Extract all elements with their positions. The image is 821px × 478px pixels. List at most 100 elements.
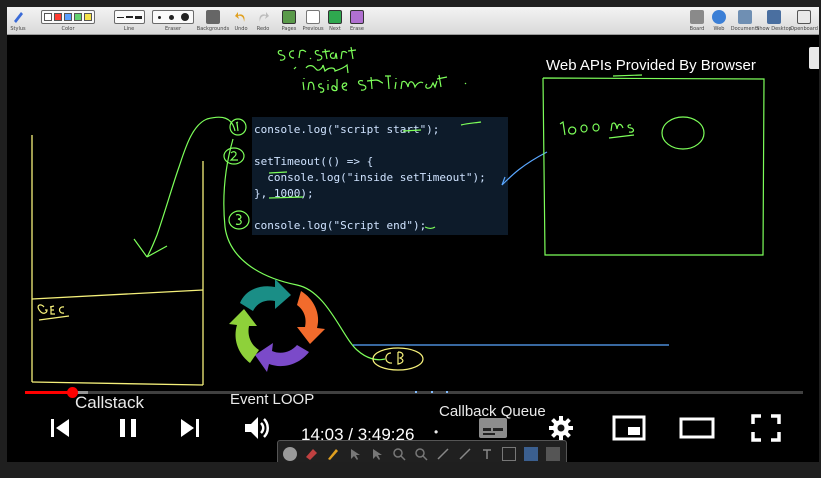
next-label: Next bbox=[329, 26, 341, 32]
miniplayer-button[interactable] bbox=[611, 413, 647, 443]
color-tool[interactable]: Color bbox=[33, 7, 103, 35]
pause-icon bbox=[120, 419, 136, 437]
eraser-label: Eraser bbox=[164, 26, 181, 32]
time-display: 14:03 / 3:49:26 bbox=[301, 425, 415, 444]
fullscreen-icon bbox=[751, 414, 781, 442]
line-width-icon bbox=[113, 10, 145, 24]
capture-tool-icon[interactable] bbox=[502, 447, 516, 461]
previous-button[interactable] bbox=[45, 413, 75, 443]
web-apis-box bbox=[542, 74, 765, 256]
callstack-label: Callstack bbox=[75, 393, 144, 412]
zoom-out-tool-icon[interactable] bbox=[414, 447, 428, 461]
gec-handwriting bbox=[37, 304, 70, 321]
fullscreen-button[interactable] bbox=[749, 413, 783, 443]
video-screen[interactable]: Stylus Color Line bbox=[7, 7, 819, 462]
board-tool[interactable]: Board bbox=[689, 7, 705, 35]
web-icon bbox=[712, 10, 726, 24]
code-line-5: console.log("Script end"); bbox=[254, 219, 427, 232]
event-loop-icon bbox=[229, 279, 325, 372]
theater-mode-button[interactable] bbox=[679, 413, 715, 443]
stylus-label: Stylus bbox=[10, 26, 26, 32]
code-underlines bbox=[268, 121, 482, 230]
pages-icon bbox=[282, 10, 296, 24]
annotation-layer bbox=[31, 46, 765, 393]
previous-label: Previous bbox=[302, 26, 324, 32]
redo-label: Redo bbox=[256, 26, 270, 32]
eraser-tool[interactable]: Eraser bbox=[152, 7, 194, 35]
side-panel-handle[interactable] bbox=[809, 47, 819, 69]
next-icon bbox=[181, 419, 199, 437]
eraser-size-icon bbox=[152, 10, 194, 24]
web-label: Web bbox=[713, 26, 725, 32]
openboard-tool[interactable]: Openboard bbox=[790, 7, 818, 35]
pages-label: Pages bbox=[281, 26, 297, 32]
color-swatch-blue[interactable] bbox=[64, 13, 72, 21]
openboard-label: Openboard bbox=[790, 26, 818, 32]
volume-button[interactable] bbox=[241, 413, 273, 443]
progress-bar[interactable] bbox=[25, 387, 803, 398]
volume-icon bbox=[245, 417, 269, 439]
keyboard-tool-icon[interactable] bbox=[546, 447, 560, 461]
erase-icon bbox=[350, 10, 364, 24]
previous-page-icon bbox=[306, 10, 320, 24]
board-icon bbox=[690, 10, 704, 24]
erase-tool[interactable]: Erase bbox=[349, 7, 365, 35]
next-page-icon bbox=[328, 10, 342, 24]
backgrounds-tool[interactable]: Backgrounds bbox=[196, 7, 230, 35]
stylus-icon bbox=[14, 12, 23, 23]
drawing-tools-bar bbox=[277, 440, 567, 462]
previous-icon bbox=[51, 419, 69, 437]
progress-scrubber-handle[interactable] bbox=[67, 387, 79, 398]
eraser-tool-icon[interactable] bbox=[304, 447, 318, 461]
code-line-2: setTimeout(() => { bbox=[254, 155, 374, 168]
redo-tool[interactable]: Redo bbox=[255, 7, 271, 35]
web-apis-title: Web APIs Provided By Browser bbox=[546, 57, 756, 74]
hand-tool-icon[interactable] bbox=[370, 447, 384, 461]
progress-played bbox=[25, 391, 73, 394]
previous-page-tool[interactable]: Previous bbox=[302, 7, 324, 35]
subtitles-button[interactable] bbox=[475, 413, 511, 443]
next-page-tool[interactable]: Next bbox=[327, 7, 343, 35]
color-swatch-green[interactable] bbox=[74, 13, 82, 21]
color-swatch-white[interactable] bbox=[44, 13, 52, 21]
stylus-tool[interactable]: Stylus bbox=[9, 7, 27, 35]
show-desktop-label: Show Desktop bbox=[756, 26, 792, 32]
event-loop-label: Event LOOP bbox=[230, 391, 315, 408]
text-tool-icon[interactable] bbox=[480, 447, 494, 461]
whiteboard-toolbar: Stylus Color Line bbox=[7, 7, 819, 35]
settings-gear-icon bbox=[549, 416, 573, 440]
documents-label: Documents bbox=[730, 26, 760, 32]
color-swatch-yellow[interactable] bbox=[84, 13, 92, 21]
settings-button[interactable] bbox=[545, 413, 577, 443]
board-label: Board bbox=[689, 26, 705, 32]
queue-dots bbox=[415, 391, 448, 393]
zoom-in-tool-icon[interactable] bbox=[392, 447, 406, 461]
line-tool[interactable]: Line bbox=[111, 7, 147, 35]
undo-tool[interactable]: Undo bbox=[233, 7, 249, 35]
pause-button[interactable] bbox=[113, 413, 143, 443]
code-line-4: }, 1000); bbox=[254, 187, 314, 200]
highlighter-tool-icon[interactable] bbox=[326, 447, 340, 461]
chapter-dot: • bbox=[434, 425, 439, 439]
pen-tool-icon[interactable] bbox=[283, 447, 297, 461]
web-tool[interactable]: Web bbox=[711, 7, 727, 35]
documents-icon bbox=[738, 10, 752, 24]
selector-tool-icon[interactable] bbox=[348, 447, 362, 461]
backgrounds-label: Backgrounds bbox=[196, 26, 230, 32]
callstack-box bbox=[31, 135, 204, 386]
openboard-icon bbox=[797, 10, 811, 24]
pointer-tool-icon[interactable] bbox=[436, 447, 450, 461]
top-notes-handwriting bbox=[277, 46, 467, 93]
erase-label: Erase bbox=[350, 26, 364, 32]
show-desktop-tool[interactable]: Show Desktop bbox=[756, 7, 792, 35]
documents-tool[interactable]: Documents bbox=[730, 7, 760, 35]
show-desktop-icon bbox=[767, 10, 781, 24]
color-swatch-red[interactable] bbox=[54, 13, 62, 21]
next-button[interactable] bbox=[175, 413, 205, 443]
pages-tool[interactable]: Pages bbox=[281, 7, 297, 35]
board-toggle-icon[interactable] bbox=[524, 447, 538, 461]
undo-label: Undo bbox=[234, 26, 248, 32]
line-label: Line bbox=[123, 26, 135, 32]
line-tool-icon[interactable] bbox=[458, 447, 472, 461]
